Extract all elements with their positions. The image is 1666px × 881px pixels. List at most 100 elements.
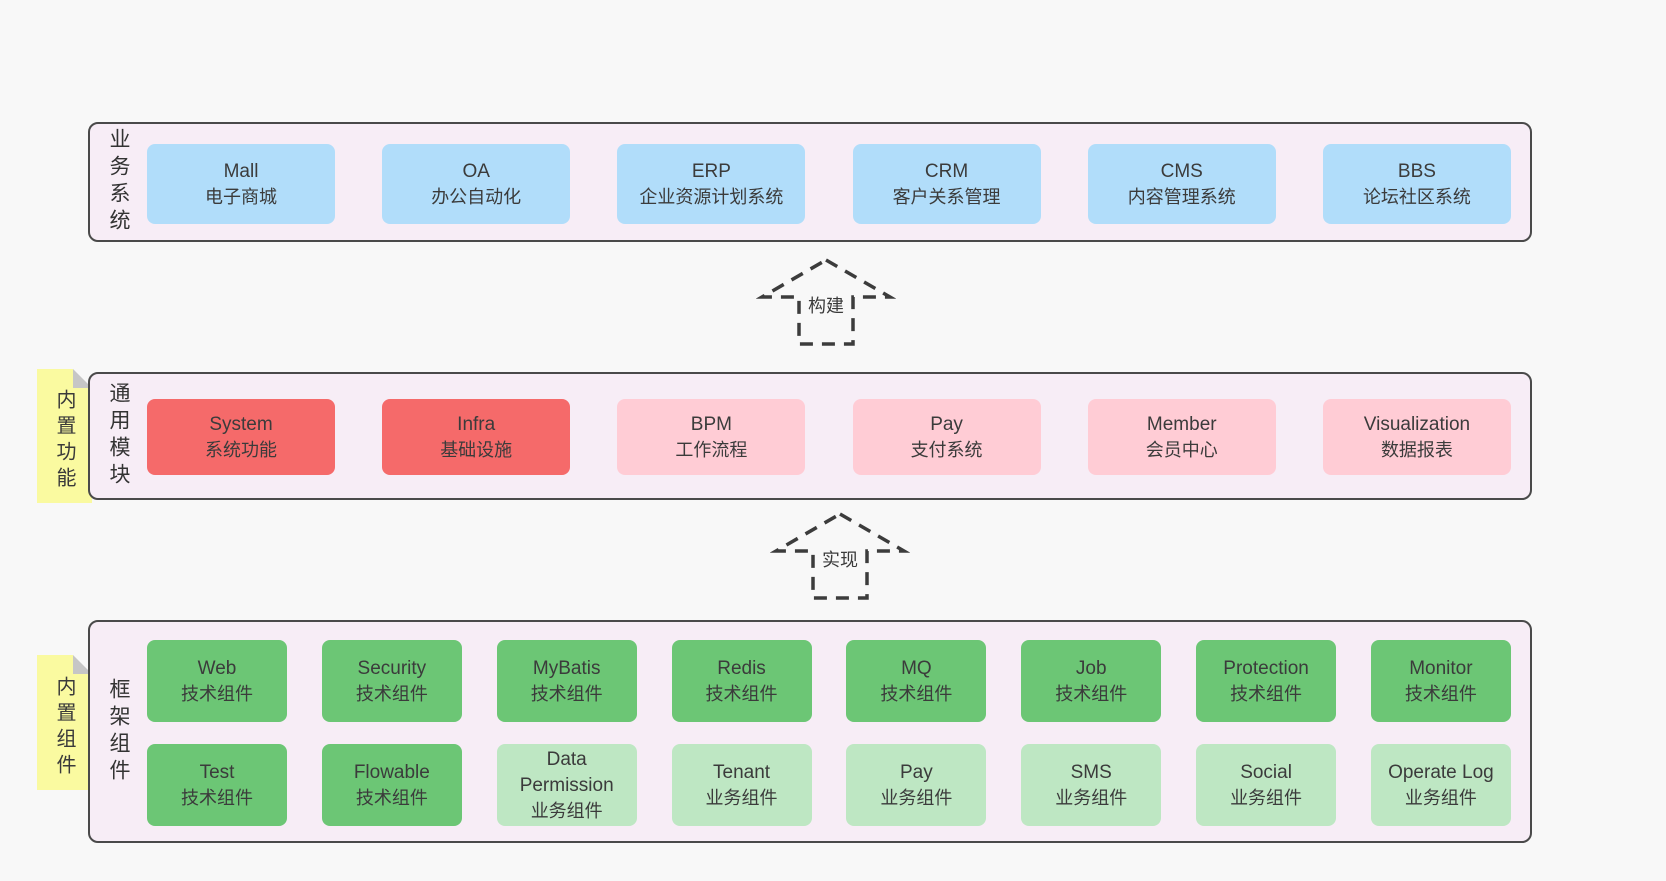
- box-subtitle: 业务组件: [530, 800, 603, 821]
- common-modules-row: System 系统功能 Infra 基础设施 BPM 工作流程 Pay 支付系统…: [147, 399, 1511, 475]
- box-title: Visualization: [1363, 414, 1471, 436]
- component-box-monitor: Monitor 技术组件: [1370, 640, 1511, 722]
- component-box-mq: MQ 技术组件: [846, 640, 987, 722]
- box-subtitle: 企业资源计划系统: [639, 186, 784, 207]
- component-box-pay: Pay 业务组件: [846, 744, 987, 826]
- sticky-tag-label: 内置组件: [53, 675, 75, 780]
- band-business-systems: 业务系统 Mall 电子商城 OA 办公自动化 ERP 企业资源计划系统 CRM…: [88, 122, 1532, 242]
- box-title: CRM: [924, 161, 969, 183]
- module-box-mall: Mall 电子商城: [147, 144, 335, 224]
- box-title: MQ: [901, 658, 932, 680]
- sticky-tag-built-in-components: 内置组件: [37, 655, 92, 790]
- box-title: Social: [1240, 762, 1292, 784]
- framework-components-row-1: Web 技术组件 Security 技术组件 MyBatis 技术组件 Redi…: [147, 640, 1511, 722]
- box-subtitle: 电子商城: [205, 186, 277, 207]
- component-box-tenant: Tenant 业务组件: [671, 744, 812, 826]
- component-box-social: Social 业务组件: [1196, 744, 1337, 826]
- module-box-pay: Pay 支付系统: [852, 399, 1041, 475]
- component-box-operate-log: Operate Log 业务组件: [1370, 744, 1511, 826]
- box-title: Tenant: [713, 762, 771, 784]
- box-subtitle: 内容管理系统: [1127, 186, 1236, 207]
- box-title: Redis: [717, 658, 766, 680]
- sticky-tag-label: 内置功能: [53, 389, 75, 494]
- box-title: Data Permission: [519, 749, 614, 796]
- box-title: Pay: [930, 414, 963, 436]
- box-title: Flowable: [353, 762, 430, 784]
- module-box-crm: CRM 客户关系管理: [852, 144, 1041, 224]
- box-subtitle: 支付系统: [910, 439, 983, 460]
- box-subtitle: 工作流程: [675, 439, 748, 460]
- box-subtitle: 技术组件: [1404, 683, 1477, 704]
- box-title: Operate Log: [1388, 762, 1494, 784]
- box-subtitle: 技术组件: [181, 683, 253, 704]
- box-subtitle: 技术组件: [1230, 683, 1303, 704]
- box-title: BPM: [690, 414, 732, 436]
- box-title: Test: [199, 762, 235, 784]
- folded-corner-icon: [73, 655, 92, 674]
- component-box-sms: SMS 业务组件: [1021, 744, 1162, 826]
- module-box-bpm: BPM 工作流程: [617, 399, 806, 475]
- box-subtitle: 基础设施: [440, 439, 513, 460]
- box-subtitle: 数据报表: [1380, 439, 1453, 460]
- band-label-business-systems: 业务系统: [107, 128, 130, 236]
- box-subtitle: 客户关系管理: [892, 186, 1001, 207]
- box-title: Infra: [457, 414, 496, 436]
- component-box-redis: Redis 技术组件: [671, 640, 812, 722]
- band-label-common-modules: 通用模块: [107, 382, 130, 490]
- component-box-mybatis: MyBatis 技术组件: [496, 640, 637, 722]
- arrow-up-implement: 实现: [770, 510, 910, 602]
- box-subtitle: 业务组件: [1404, 787, 1477, 808]
- folded-corner-icon: [73, 369, 92, 388]
- box-title: BBS: [1397, 161, 1436, 183]
- box-title: Security: [357, 658, 427, 680]
- box-title: ERP: [691, 161, 731, 183]
- band-framework-components: 框架组件 Web 技术组件 Security 技术组件 MyBatis 技术组件…: [88, 620, 1532, 843]
- box-title: OA: [462, 161, 490, 183]
- module-box-member: Member 会员中心: [1087, 399, 1276, 475]
- box-title: Member: [1146, 414, 1217, 436]
- module-box-oa: OA 办公自动化: [382, 144, 571, 224]
- component-box-job: Job 技术组件: [1021, 640, 1162, 722]
- box-title: System: [209, 414, 273, 436]
- box-subtitle: 业务组件: [705, 787, 778, 808]
- box-subtitle: 系统功能: [205, 439, 277, 460]
- box-subtitle: 论坛社区系统: [1362, 186, 1471, 207]
- module-box-erp: ERP 企业资源计划系统: [617, 144, 806, 224]
- band-label-framework-components: 框架组件: [107, 677, 130, 786]
- box-subtitle: 办公自动化: [431, 186, 522, 207]
- framework-components-row-2: Test 技术组件 Flowable 技术组件 Data Permission …: [147, 744, 1511, 826]
- box-subtitle: 技术组件: [1055, 683, 1128, 704]
- box-title: Web: [197, 658, 237, 680]
- arrow-implement-label: 实现: [818, 546, 862, 572]
- module-box-visualization: Visualization 数据报表: [1322, 399, 1511, 475]
- box-subtitle: 会员中心: [1145, 439, 1218, 460]
- box-subtitle: 业务组件: [880, 787, 953, 808]
- box-title: Monitor: [1409, 658, 1473, 680]
- component-box-flowable: Flowable 技术组件: [321, 744, 462, 826]
- dashed-up-arrow-icon: [770, 511, 910, 600]
- box-subtitle: 技术组件: [530, 683, 603, 704]
- component-box-protection: Protection 技术组件: [1196, 640, 1337, 722]
- box-title: Mall: [223, 161, 259, 183]
- arrow-up-build: 构建: [756, 256, 896, 348]
- component-box-data-permission: Data Permission 业务组件: [496, 744, 637, 826]
- box-title: MyBatis: [532, 658, 601, 680]
- module-box-system: System 系统功能: [147, 399, 335, 475]
- module-box-infra: Infra 基础设施: [382, 399, 571, 475]
- box-title: SMS: [1070, 762, 1112, 784]
- box-title: CMS: [1160, 161, 1203, 183]
- module-box-cms: CMS 内容管理系统: [1087, 144, 1276, 224]
- arrow-build-label: 构建: [804, 292, 848, 318]
- component-box-security: Security 技术组件: [321, 640, 462, 722]
- box-title: Pay: [900, 762, 933, 784]
- box-subtitle: 技术组件: [355, 683, 428, 704]
- module-box-bbs: BBS 论坛社区系统: [1322, 144, 1511, 224]
- box-subtitle: 技术组件: [880, 683, 953, 704]
- dashed-up-arrow-icon: [756, 257, 896, 346]
- business-systems-row: Mall 电子商城 OA 办公自动化 ERP 企业资源计划系统 CRM 客户关系…: [147, 144, 1511, 224]
- box-subtitle: 业务组件: [1055, 787, 1128, 808]
- component-box-web: Web 技术组件: [147, 640, 287, 722]
- box-subtitle: 技术组件: [355, 787, 428, 808]
- component-box-test: Test 技术组件: [147, 744, 287, 826]
